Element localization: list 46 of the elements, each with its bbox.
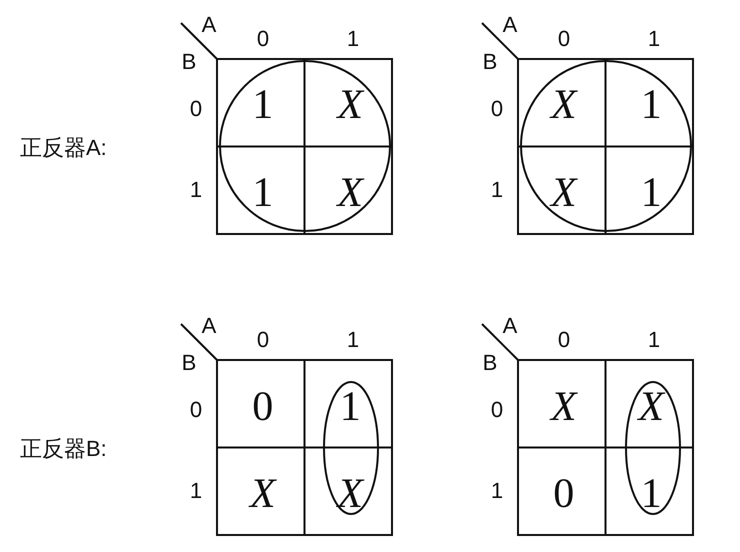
map-value: X xyxy=(337,473,364,516)
map-value: 1 xyxy=(640,473,662,516)
column-header: 1 xyxy=(346,28,360,50)
map-value: 0 xyxy=(553,473,574,516)
row-header: 0 xyxy=(190,399,202,421)
map-value: 0 xyxy=(252,386,274,428)
row-header: 1 xyxy=(490,178,504,200)
grouping-ellipse xyxy=(323,380,379,514)
variable-label: B xyxy=(482,352,498,374)
row-header: 1 xyxy=(190,178,202,200)
row-header: 0 xyxy=(190,98,202,120)
map-value: 1 xyxy=(640,172,662,214)
map-value: X xyxy=(550,386,577,428)
variable-label: A xyxy=(202,14,216,36)
row-header: 1 xyxy=(490,480,504,502)
column-header: 1 xyxy=(648,28,660,50)
map-value: 1 xyxy=(640,84,662,126)
karnaugh-map xyxy=(517,359,694,536)
variable-label: A xyxy=(202,315,216,337)
map-value: X xyxy=(337,84,364,126)
map-value: X xyxy=(337,172,364,214)
column-header: 0 xyxy=(256,28,270,50)
map-value: 1 xyxy=(252,84,274,126)
side-label: 正反器B: xyxy=(20,436,107,462)
karnaugh-map xyxy=(216,359,393,536)
side-label: 正反器A: xyxy=(20,136,107,160)
column-header: 1 xyxy=(346,329,360,351)
column-header: 0 xyxy=(558,329,570,351)
variable-label: A xyxy=(502,14,518,36)
row-header: 0 xyxy=(490,98,504,120)
grouping-ellipse xyxy=(625,380,681,514)
map-value: X xyxy=(250,473,276,516)
column-header: 0 xyxy=(558,28,570,50)
map-value: X xyxy=(638,386,664,428)
map-value: X xyxy=(550,84,577,126)
variable-label: A xyxy=(502,315,518,337)
row-header: 0 xyxy=(490,399,504,421)
map-value: 1 xyxy=(252,172,274,214)
variable-label: B xyxy=(182,352,196,374)
column-header: 1 xyxy=(648,329,660,351)
column-header: 0 xyxy=(256,329,270,351)
map-value: 1 xyxy=(340,386,361,428)
map-value: X xyxy=(550,172,577,214)
variable-label: B xyxy=(482,50,498,72)
variable-label: B xyxy=(182,50,196,72)
row-header: 1 xyxy=(190,480,202,502)
